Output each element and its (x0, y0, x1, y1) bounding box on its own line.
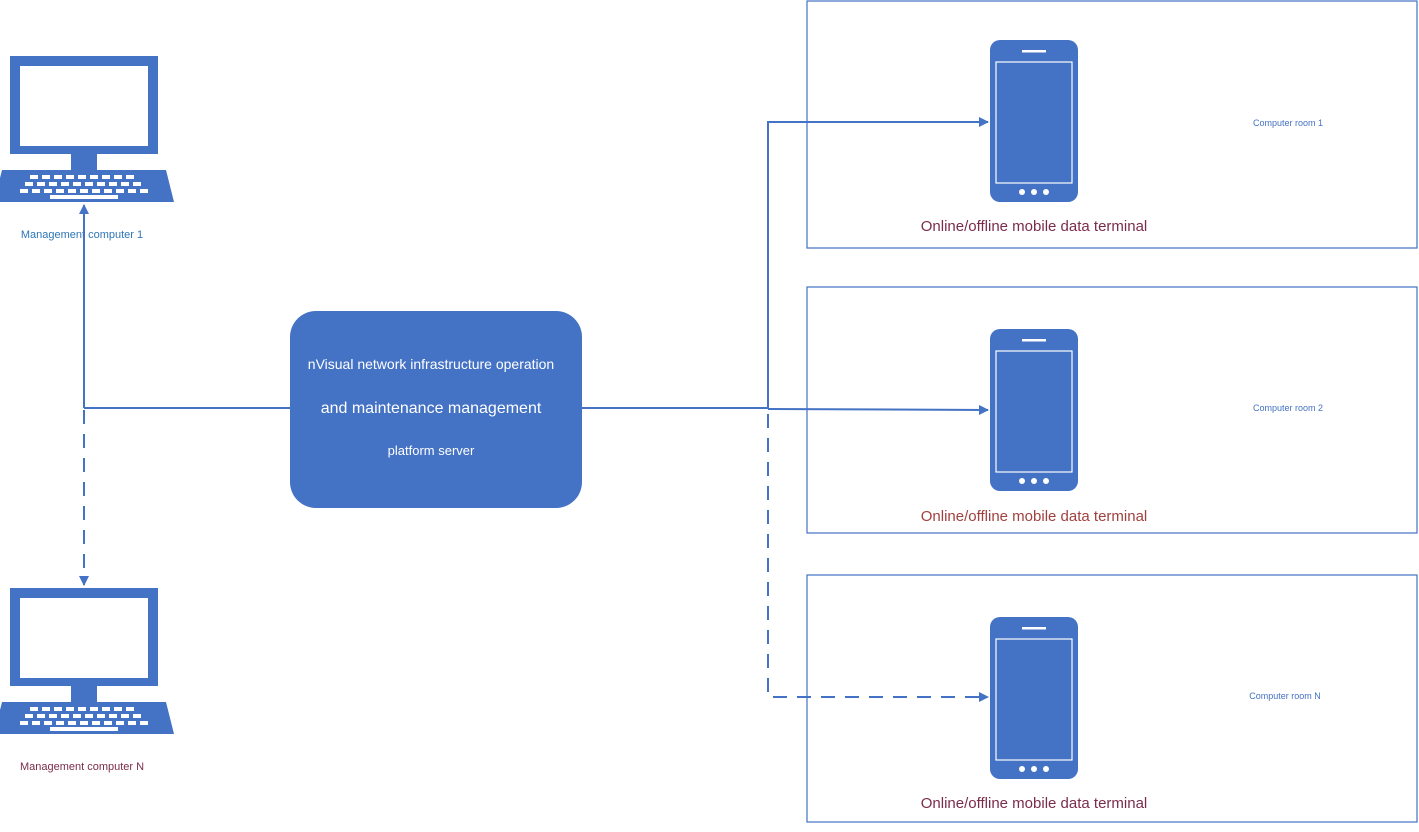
connector-to-room-n (767, 414, 989, 702)
mobile-phone-icon (989, 616, 1079, 780)
room-box (806, 286, 1418, 534)
mobile-phone-icon (989, 39, 1079, 203)
management-computer-n-label: Management computer N (20, 761, 144, 773)
room-box (806, 0, 1418, 249)
server-label-line-3: platform server (388, 443, 475, 458)
room-label: Computer room N (1249, 691, 1321, 701)
right-connectors (582, 117, 989, 702)
platform-server: nVisual network infrastructure operation… (290, 311, 582, 508)
management-computer-n: Management computer N (0, 588, 174, 773)
laptop-icon (0, 56, 174, 202)
terminal-label: Online/offline mobile data terminal (921, 795, 1148, 812)
server-box (290, 311, 582, 508)
connector-to-room-2 (767, 404, 989, 415)
management-computer-1: Management computer 1 (0, 56, 174, 241)
laptop-icon (0, 588, 174, 734)
terminal-label: Online/offline mobile data terminal (921, 508, 1148, 525)
room-label: Computer room 2 (1253, 403, 1323, 413)
terminal-label: Online/offline mobile data terminal (921, 218, 1148, 235)
connector-to-room-1 (767, 117, 989, 408)
server-label-line-1: nVisual network infrastructure operation (308, 356, 554, 372)
room-box (806, 574, 1418, 823)
left-connectors (79, 204, 290, 586)
server-label-line-2: and maintenance management (321, 400, 542, 417)
management-computer-1-label: Management computer 1 (21, 229, 143, 241)
room-label: Computer room 1 (1253, 118, 1323, 128)
computer-room-1: Online/offline mobile data terminal Comp… (806, 0, 1418, 249)
computer-room-2: Online/offline mobile data terminal Comp… (806, 286, 1418, 534)
computer-room-n: Online/offline mobile data terminal Comp… (806, 574, 1418, 823)
mobile-phone-icon (989, 328, 1079, 492)
